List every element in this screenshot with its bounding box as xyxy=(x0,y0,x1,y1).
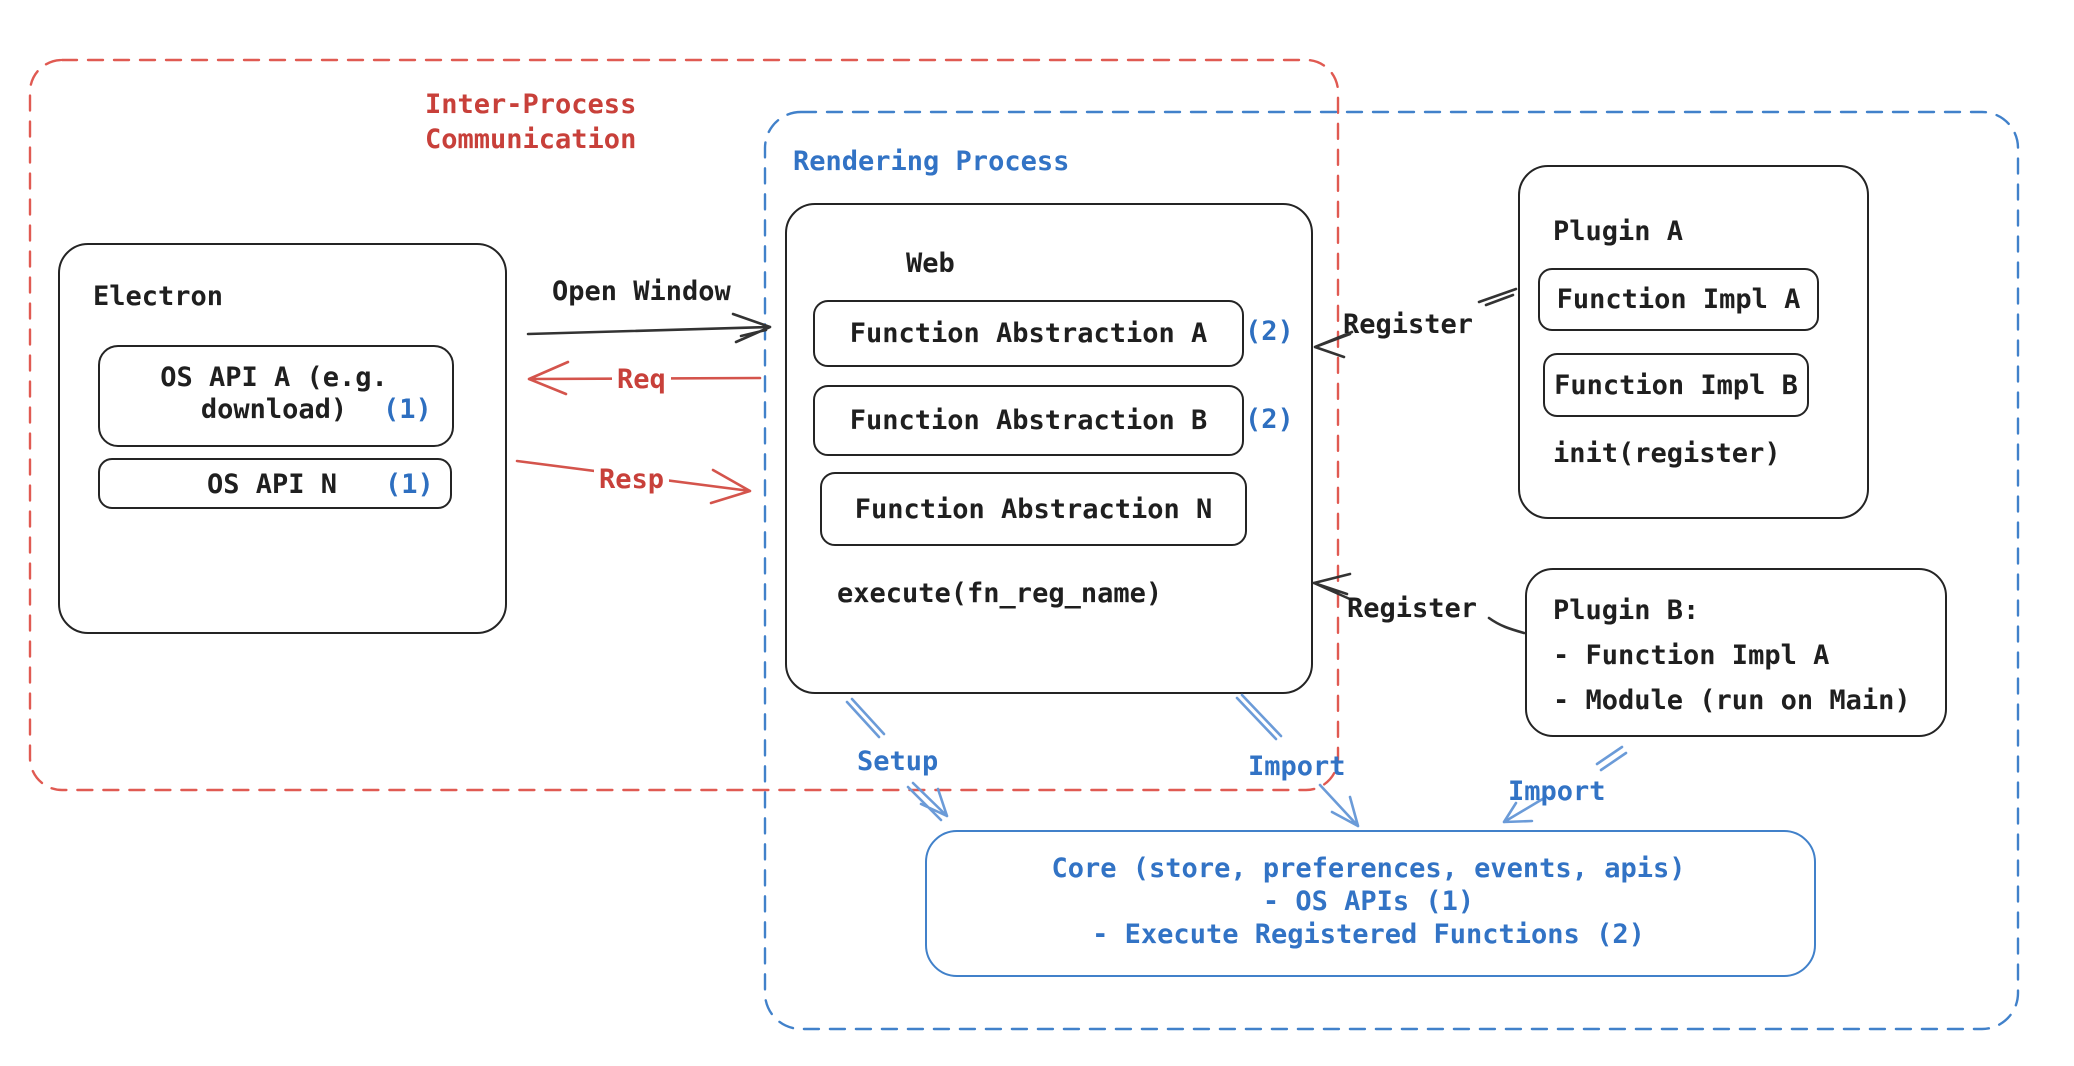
plugin-b-box xyxy=(1525,568,1947,737)
os-api-n-label: OS API N xyxy=(207,469,338,500)
function-impl-a-box: Function Impl A xyxy=(1538,268,1819,331)
init-register-label: init(register) xyxy=(1553,438,1781,469)
electron-box xyxy=(58,243,507,634)
import-web-label: Import xyxy=(1248,751,1346,782)
os-api-a-box xyxy=(98,345,454,447)
plugin-b-line-module: - Module (run on Main) xyxy=(1553,685,1911,716)
function-abstraction-a-label: Function Abstraction A xyxy=(849,318,1208,349)
resp-label: Resp xyxy=(594,463,670,496)
function-abstraction-a-badge: (2) xyxy=(1245,316,1294,347)
ipc-title: Inter-Process Communication xyxy=(425,89,637,155)
core-line-os-apis: - OS APIs (1) xyxy=(1262,886,1475,917)
plugin-b-line-impl-a: - Function Impl A xyxy=(1553,640,1830,671)
req-label: Req xyxy=(612,363,671,396)
os-api-a-badge: (1) xyxy=(383,394,432,425)
register-bottom-label: Register xyxy=(1347,593,1478,624)
function-abstraction-b-box: Function Abstraction B xyxy=(813,385,1244,456)
electron-title: Electron xyxy=(93,281,224,312)
core-line-title: Core (store, preferences, events, apis) xyxy=(1051,853,1686,884)
open-window-arrow xyxy=(526,312,772,344)
plugin-b-title: Plugin B: xyxy=(1553,595,1700,626)
core-text: Core (store, preferences, events, apis) … xyxy=(925,852,1812,951)
function-impl-b-label: Function Impl B xyxy=(1554,369,1798,401)
rendering-process-title: Rendering Process xyxy=(793,146,1070,177)
function-abstraction-n-box: Function Abstraction N xyxy=(820,472,1247,546)
function-impl-b-box: Function Impl B xyxy=(1543,353,1809,417)
function-abstraction-a-box: Function Abstraction A xyxy=(813,300,1244,367)
setup-label: Setup xyxy=(857,746,939,777)
os-api-a-label: OS API A (e.g. download) xyxy=(160,362,388,425)
plugin-b-text: Plugin B: - Function Impl A - Module (ru… xyxy=(1553,588,1911,723)
function-impl-a-label: Function Impl A xyxy=(1556,284,1801,315)
function-abstraction-n-label: Function Abstraction N xyxy=(854,493,1213,525)
core-box xyxy=(925,830,1816,977)
web-box xyxy=(785,203,1313,694)
function-abstraction-b-badge: (2) xyxy=(1245,404,1294,435)
open-window-label: Open Window xyxy=(552,276,731,307)
os-api-n-box xyxy=(98,458,452,509)
execute-label: execute(fn_reg_name) xyxy=(837,578,1163,609)
core-line-execute: - Execute Registered Functions (2) xyxy=(1092,919,1645,950)
function-abstraction-b-label: Function Abstraction B xyxy=(849,405,1208,436)
plugin-a-title: Plugin A xyxy=(1553,216,1684,247)
os-api-n-badge: (1) xyxy=(385,469,434,500)
register-top-label: Register xyxy=(1343,309,1474,340)
plugin-a-box xyxy=(1518,165,1869,519)
web-title: Web xyxy=(906,248,955,279)
import-plugin-label: Import xyxy=(1508,776,1606,807)
